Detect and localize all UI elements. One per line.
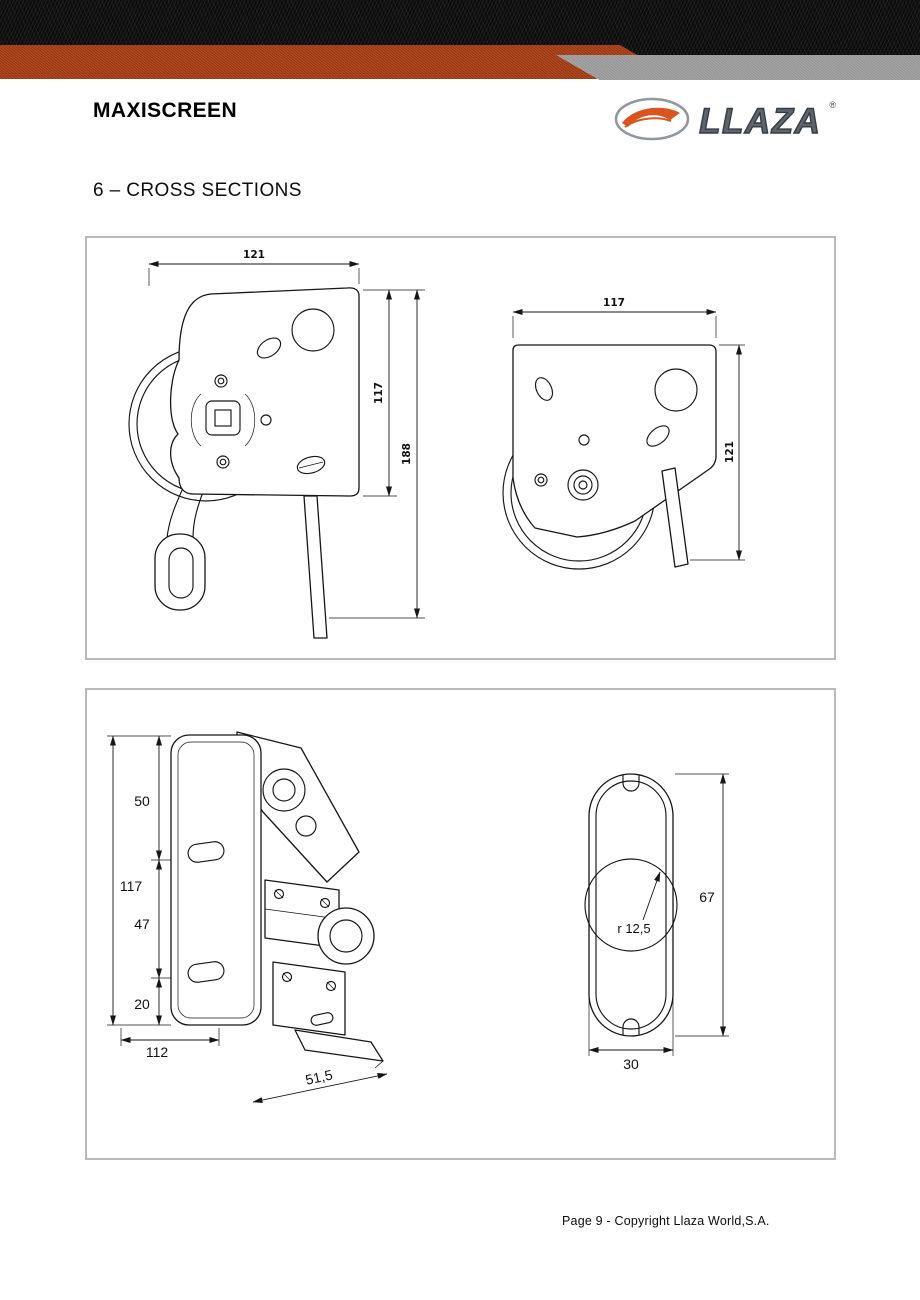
screw <box>325 980 337 992</box>
dim-label-121: 121 <box>724 441 736 463</box>
top-notch <box>622 782 640 792</box>
lower-block <box>272 961 346 1036</box>
figure2-bracket-drawing: 117 50 47 20 112 51,5 <box>107 731 388 1103</box>
figure2-profile-drawing: r 12,5 67 30 <box>584 773 729 1072</box>
front-bar <box>303 495 328 639</box>
figure1-cross-section-box: 121 117 188 <box>85 236 836 660</box>
rivet <box>214 374 228 388</box>
hub-jaw <box>244 393 255 447</box>
rivet <box>216 455 230 469</box>
arm-hole <box>654 368 698 412</box>
llaza-logo-icon <box>613 96 691 147</box>
top-banner <box>0 0 920 86</box>
cylinder-boss <box>317 907 375 965</box>
hub-center <box>578 480 588 490</box>
banner-gray-stripe <box>556 55 920 80</box>
arm-boss <box>295 815 317 837</box>
screw <box>273 888 285 900</box>
dim-label-47: 47 <box>134 916 150 932</box>
llaza-logo-mark: ® <box>829 100 836 110</box>
wall-plate <box>170 734 262 1026</box>
flange-edge <box>374 1060 384 1069</box>
screw-slot <box>320 898 330 908</box>
strap-edge <box>192 491 204 539</box>
pin-hole <box>578 434 590 446</box>
square-drive-hole <box>214 409 232 427</box>
slot-hole <box>646 425 670 447</box>
hanger-ring <box>154 533 206 611</box>
hub-jaw <box>191 393 202 447</box>
dim-label-121: 121 <box>243 249 265 261</box>
dim-label-51-5: 51,5 <box>304 1066 334 1087</box>
slot-hole <box>534 377 554 401</box>
arm-hole <box>291 308 335 352</box>
arm-hole-inner <box>272 778 296 802</box>
dim-label-117: 117 <box>603 297 625 309</box>
screw-slot <box>274 889 284 899</box>
strap-edge <box>166 487 184 539</box>
pin-hole <box>260 414 272 426</box>
lower-slot <box>310 1012 334 1026</box>
slot-hole <box>296 455 326 475</box>
dim-label-117: 117 <box>373 382 385 404</box>
dim-label-20: 20 <box>134 996 150 1012</box>
cylinder-bore <box>329 919 363 953</box>
rivet <box>534 473 548 487</box>
profile-outer <box>588 773 674 1037</box>
hanger-slot <box>168 547 194 599</box>
plate-slot <box>187 841 225 863</box>
dim-label-30: 30 <box>623 1056 639 1072</box>
wall-plate-inner-edge <box>177 741 255 1019</box>
dim-label-50: 50 <box>134 793 150 809</box>
screw-slot <box>282 972 292 982</box>
figure1-right-drawing: 117 121 <box>502 297 745 570</box>
bracket-plate <box>169 287 360 497</box>
dim-label-67: 67 <box>699 889 715 905</box>
central-bore <box>584 858 678 952</box>
screw-slot <box>326 981 336 991</box>
bottom-notch <box>622 1018 640 1028</box>
screw <box>319 897 331 909</box>
hub-ring <box>567 469 599 501</box>
figure2-cross-section-box: 117 50 47 20 112 51,5 <box>85 688 836 1160</box>
slot-line <box>298 461 324 469</box>
radius-leader <box>642 871 661 921</box>
rivet-center <box>219 458 227 466</box>
arm-hole-outer <box>262 768 306 812</box>
figure1-left-drawing: 121 117 188 <box>128 249 425 639</box>
square-drive-boss <box>205 400 241 436</box>
llaza-logo: LLAZA ® <box>613 96 836 147</box>
dim-label-112: 112 <box>146 1044 169 1060</box>
section-heading: 6 – CROSS SECTIONS <box>93 180 302 201</box>
dim-label-188: 188 <box>401 443 413 465</box>
hub-ring <box>573 475 593 495</box>
rivet-center <box>217 377 225 385</box>
front-bar <box>661 467 689 568</box>
profile-inner <box>595 780 667 1030</box>
figure2-drawings: 117 50 47 20 112 51,5 <box>107 731 729 1103</box>
bracket-plate <box>512 344 717 538</box>
plate-slot <box>187 961 225 983</box>
page-footer: Page 9 - Copyright Llaza World,S.A. <box>562 1214 770 1228</box>
figure1-drawings: 121 117 188 <box>128 249 745 639</box>
dim-label-117: 117 <box>120 878 143 894</box>
llaza-logo-text: LLAZA <box>698 102 822 141</box>
rivet-center <box>537 476 545 484</box>
slot-hole <box>256 337 282 359</box>
screw <box>281 971 293 983</box>
product-title: MAXISCREEN <box>93 99 238 122</box>
dim-label-r12-5: r 12,5 <box>617 921 650 936</box>
